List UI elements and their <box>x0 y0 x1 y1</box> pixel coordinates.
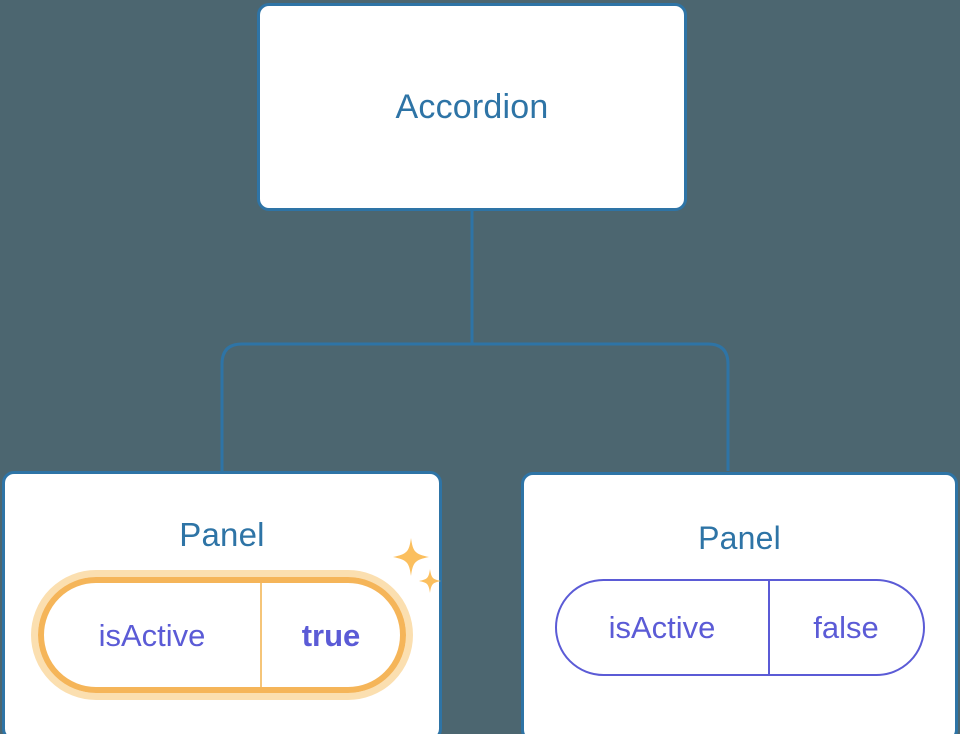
prop-key-is-active: isActive <box>44 583 262 687</box>
tree-node-panel-inactive[interactable]: Panel isActive false <box>521 472 958 734</box>
prop-key-is-active: isActive <box>557 581 770 674</box>
prop-pill-glow-ring <box>31 570 413 700</box>
node-title-panel-active: Panel <box>179 516 265 553</box>
node-title-panel-inactive: Panel <box>698 520 781 556</box>
prop-value-true: true <box>301 617 361 653</box>
connector-bus <box>220 342 730 471</box>
prop-pill-is-active-false[interactable]: isActive false <box>554 579 925 676</box>
prop-pill-active-wrapper[interactable]: isActive true <box>31 570 413 700</box>
node-title-accordion: Accordion <box>395 87 549 126</box>
tree-node-accordion[interactable]: Accordion <box>257 3 687 211</box>
tree-node-panel-active[interactable]: Panel isActive true <box>2 471 442 734</box>
prop-value-false: false <box>813 610 879 645</box>
prop-pill-is-active-true[interactable]: isActive true <box>38 577 406 693</box>
